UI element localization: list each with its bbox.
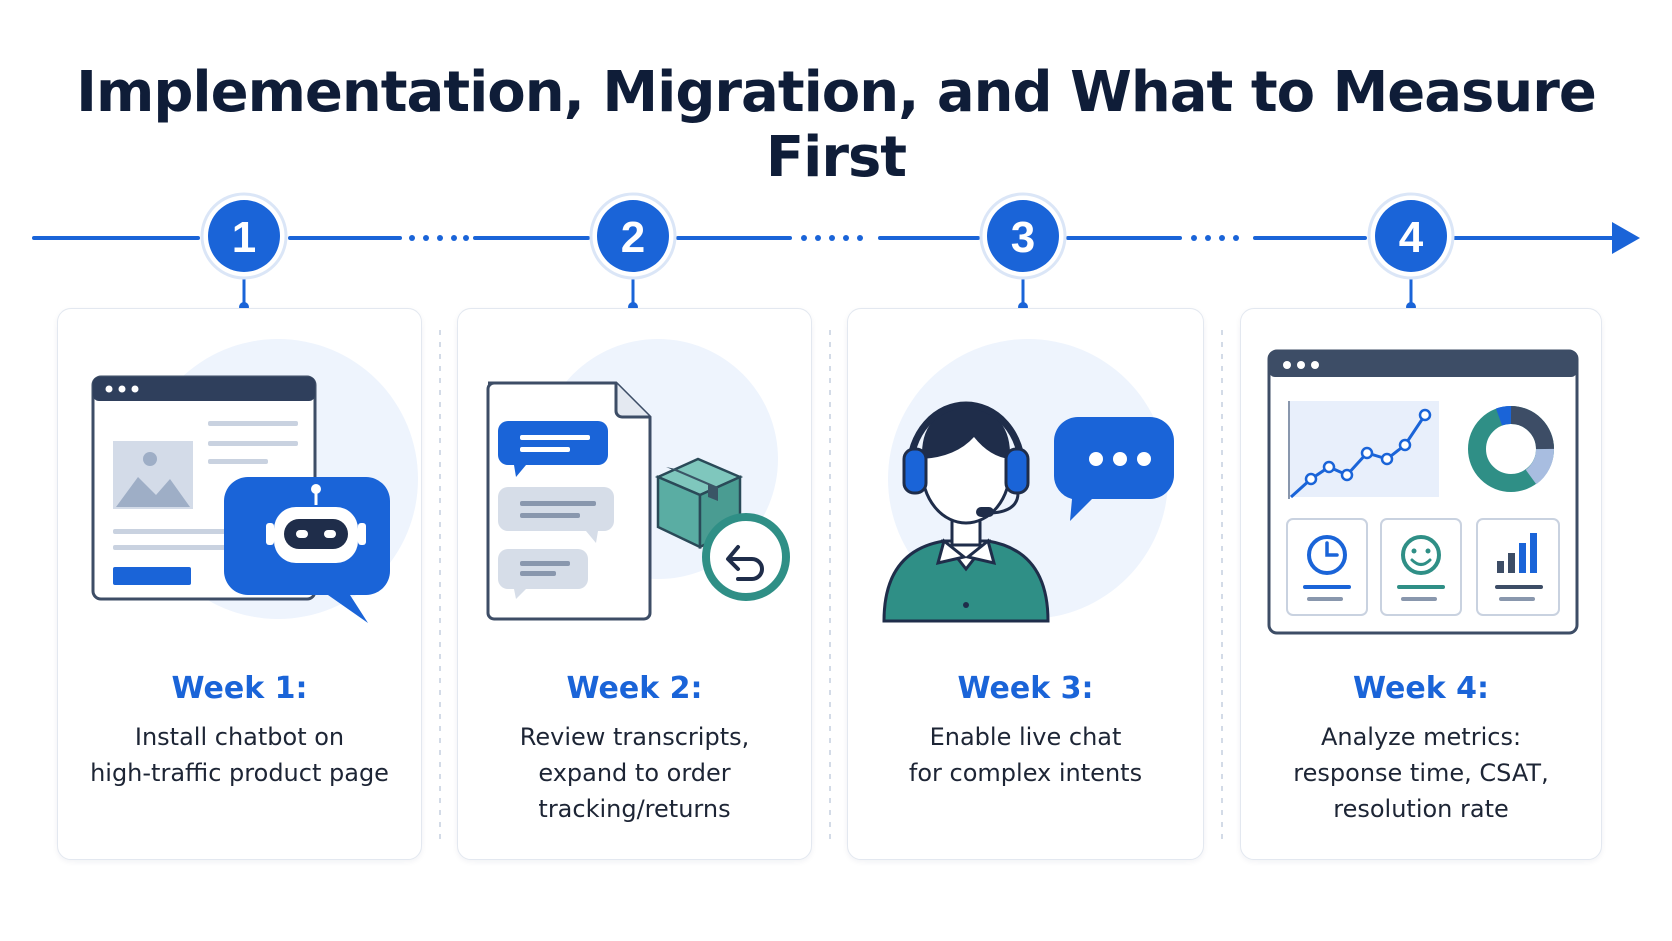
step-3-week: Week 3:: [957, 671, 1094, 706]
step-1-week: Week 1:: [171, 671, 308, 706]
page-title: Implementation, Migration, and What to M…: [76, 60, 1597, 190]
step-4-week: Week 4:: [1353, 671, 1489, 706]
step-4-marker: [1375, 200, 1447, 272]
metrics-dashboard-icon: [1267, 349, 1579, 635]
step-2-week: Week 2:: [566, 671, 703, 706]
step-3-marker: [987, 200, 1059, 272]
step-3-description: Enable live chat for complex intents: [908, 723, 1143, 787]
step-card-3: Week 3: Enable live chat for complex int…: [847, 308, 1204, 860]
step-2-number: 2: [621, 213, 645, 262]
transcripts-returns-icon: [486, 339, 790, 621]
step-2-marker: [597, 200, 669, 272]
step-card-4: Week 4: Analyze metrics: response time, …: [1240, 308, 1602, 860]
live-agent-icon: [882, 339, 1174, 623]
step-1-marker: [208, 200, 280, 272]
step-3-number: 3: [1011, 213, 1035, 262]
timeline-arrow-head: [1612, 222, 1640, 254]
step-1-number: 1: [232, 213, 256, 262]
step-card-1: Week 1: Install chatbot on high-traffic …: [57, 308, 422, 860]
chatbot-website-icon: [91, 339, 418, 623]
timeline: 1 2 3 4: [32, 192, 1640, 312]
step-2-description: Review transcripts, expand to order trac…: [519, 723, 750, 823]
step-4-number: 4: [1399, 213, 1424, 262]
step-1-description: Install chatbot on high-traffic product …: [90, 723, 389, 787]
step-4-description: Analyze metrics: response time, CSAT, re…: [1293, 723, 1549, 823]
step-card-2: Week 2: Review transcripts, expand to or…: [457, 308, 812, 860]
